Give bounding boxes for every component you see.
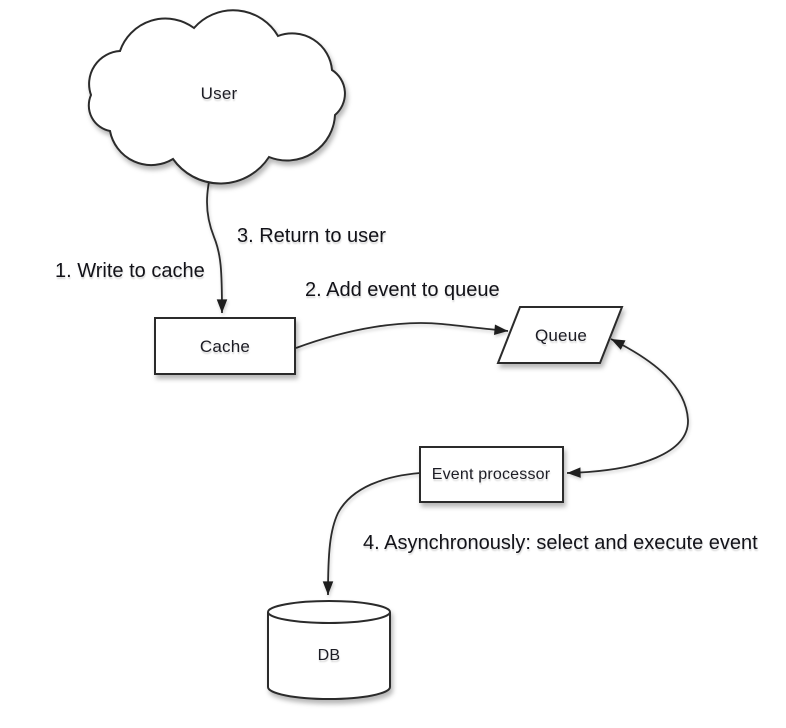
step2-add-event-to-queue-label: 2. Add event to queue <box>305 279 500 301</box>
arrow-queue-event-processor-bidirectional <box>566 338 689 478</box>
step4-async-execute-label: 4. Asynchronously: select and execute ev… <box>363 532 758 554</box>
event-processor-label: Event processor <box>431 466 551 483</box>
user-label: User <box>200 84 238 103</box>
db-cylinder-shape <box>267 600 391 700</box>
db-label: DB <box>317 647 341 664</box>
diagram-shapes <box>87 9 624 700</box>
arrow-cache-to-queue <box>295 322 509 349</box>
step1-write-to-cache-label: 1. Write to cache <box>55 260 205 282</box>
queue-parallelogram-shape <box>496 306 624 364</box>
db-cylinder-body <box>267 612 391 700</box>
event-processor-box-shape <box>419 446 564 503</box>
cache-label: Cache <box>199 337 251 356</box>
arrow-event-processor-to-db <box>322 472 421 596</box>
cache-box-shape <box>154 317 296 375</box>
diagram-connectors <box>206 166 689 596</box>
db-cylinder-top <box>267 600 391 624</box>
user-cloud-shape <box>87 9 346 185</box>
step3-return-to-user-label: 3. Return to user <box>237 225 386 247</box>
arrow-user-to-cache <box>206 166 228 314</box>
queue-label: Queue <box>534 326 588 345</box>
